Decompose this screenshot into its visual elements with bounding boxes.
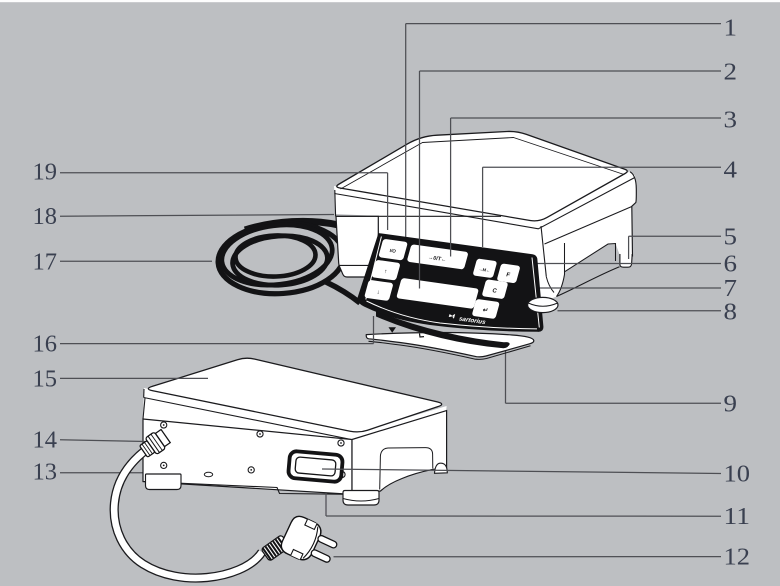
- svg-text:11: 11: [724, 503, 751, 530]
- svg-text:sartorius: sartorius: [458, 316, 487, 327]
- svg-text:18: 18: [33, 203, 58, 230]
- svg-text:19: 19: [33, 159, 58, 186]
- svg-text:16: 16: [33, 331, 58, 358]
- svg-text:↓: ↓: [376, 289, 381, 295]
- svg-text:1: 1: [724, 15, 738, 42]
- svg-text:15: 15: [33, 366, 58, 393]
- svg-text:6: 6: [724, 251, 738, 278]
- svg-text:14: 14: [33, 427, 58, 454]
- svg-text:12: 12: [724, 544, 751, 571]
- svg-text:8: 8: [724, 299, 738, 326]
- svg-text:→0/T←: →0/T←: [427, 255, 447, 263]
- svg-text:→M←: →M←: [478, 267, 491, 273]
- svg-text:10: 10: [724, 461, 751, 488]
- svg-text:↑: ↑: [383, 269, 388, 275]
- svg-text:C: C: [492, 288, 499, 294]
- svg-text:I/O: I/O: [389, 248, 397, 254]
- svg-text:F: F: [505, 272, 511, 278]
- svg-text:9: 9: [724, 391, 738, 418]
- svg-text:5: 5: [724, 224, 738, 251]
- svg-text:↵: ↵: [482, 307, 489, 315]
- svg-text:4: 4: [724, 157, 738, 184]
- svg-text:3: 3: [724, 107, 738, 134]
- svg-text:17: 17: [33, 249, 58, 276]
- svg-text:7: 7: [724, 275, 738, 302]
- svg-text:13: 13: [33, 459, 58, 486]
- svg-text:2: 2: [724, 59, 738, 86]
